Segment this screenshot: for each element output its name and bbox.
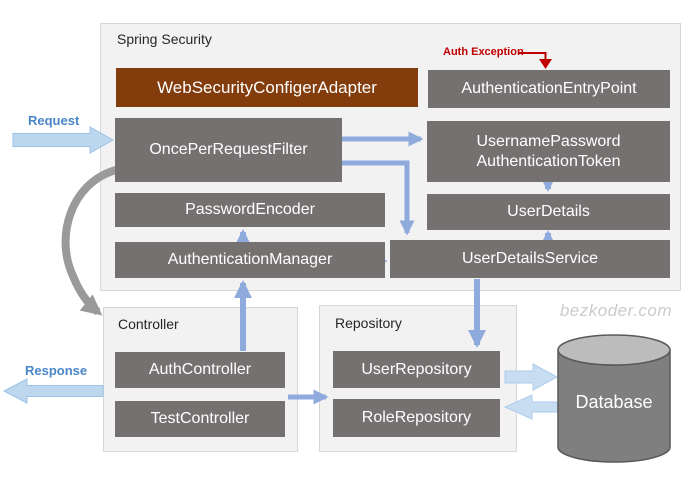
box-userdetailsservice: UserDetailsService <box>390 240 670 278</box>
auth-exception-connector <box>519 52 547 60</box>
box-onceperrequestfilter: OncePerRequestFilter <box>115 118 342 182</box>
box-userrepository: UserRepository <box>333 351 500 388</box>
box-authcontroller: AuthController <box>115 352 285 388</box>
repository-title: Repository <box>335 315 402 331</box>
box-websecurityconfigeradapter: WebSecurityConfigerAdapter <box>116 68 418 107</box>
box-rolerepository: RoleRepository <box>333 399 500 437</box>
filter-to-controller-curved-arrow <box>61 166 118 316</box>
filter-to-userdetailsservice-arrow <box>342 160 415 236</box>
database-to-rolerepository-arrow <box>503 394 559 420</box>
box-userdetails: UserDetails <box>427 194 670 230</box>
box-usernamepasswordauthenticationtoken: UsernamePassword AuthenticationToken <box>427 121 670 182</box>
watermark: bezkoder.com <box>559 301 672 320</box>
box-testcontroller: TestController <box>115 401 285 437</box>
box-authenticationmanager: AuthenticationManager <box>115 242 385 278</box>
database-label: Database <box>575 392 653 412</box>
request-arrow <box>12 126 115 154</box>
response-arrow <box>2 378 104 404</box>
box-authenticationentrypoint: AuthenticationEntryPoint <box>428 70 670 108</box>
controller-title: Controller <box>118 316 179 332</box>
request-label: Request <box>28 113 80 128</box>
auth-exception-arrowhead <box>539 59 552 69</box>
auth-exception-label: Auth Exception <box>443 46 524 58</box>
userrepository-to-database-arrow <box>504 363 559 391</box>
response-label: Response <box>25 363 88 378</box>
box-passwordencoder: PasswordEncoder <box>115 193 385 227</box>
spring-security-title: Spring Security <box>117 31 212 47</box>
